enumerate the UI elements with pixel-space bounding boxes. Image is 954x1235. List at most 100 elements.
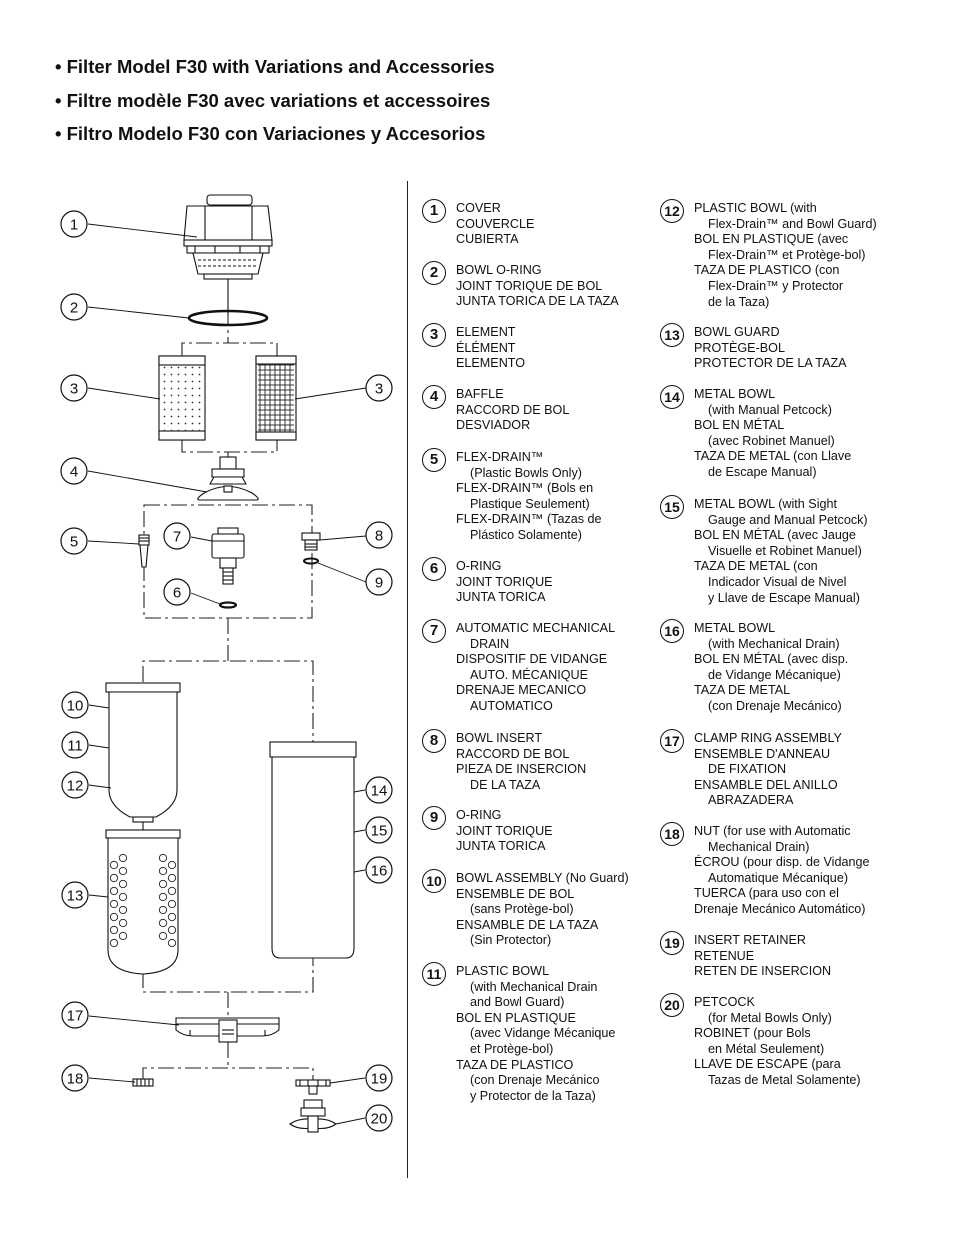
svg-text:7: 7 bbox=[173, 529, 181, 546]
part-description-line: COUVERCLE bbox=[456, 216, 535, 231]
bowl-guard-holes bbox=[109, 853, 177, 948]
part-description-line: FLEX-DRAIN™ (Tazas de bbox=[456, 512, 602, 527]
part-description-line: JUNTA TORICA bbox=[456, 590, 546, 605]
svg-text:14: 14 bbox=[371, 783, 388, 800]
svg-text:19: 19 bbox=[371, 1071, 388, 1088]
part-description-line: DE FIXATION bbox=[708, 762, 787, 777]
part-description-line: Gauge and Manual Petcock) bbox=[708, 512, 868, 527]
column-divider bbox=[407, 181, 409, 1178]
part-description-line: RACCORD DE BOL bbox=[456, 746, 570, 761]
callout-10: 10 bbox=[61, 691, 89, 719]
part-description-line: Flex-Drain™ and Bowl Guard) bbox=[708, 216, 877, 231]
leader-lines bbox=[87, 223, 367, 1125]
callout-12: 12 bbox=[61, 771, 89, 799]
part-description-line: Automatique Mécanique) bbox=[708, 870, 849, 885]
cover-part bbox=[183, 194, 273, 314]
bowl-guard-part bbox=[105, 829, 181, 975]
part-description-line: ÉLÉMENT bbox=[456, 340, 516, 355]
part-description-line: LLAVE DE ESCAPE (para bbox=[694, 1057, 841, 1072]
part-description-line: and Bowl Guard) bbox=[470, 995, 565, 1010]
part-number-badge: 8 bbox=[422, 729, 446, 753]
svg-text:11: 11 bbox=[67, 738, 83, 755]
part-description-line: ENSEMBLE DE BOL bbox=[456, 886, 575, 901]
callout-8: 8 bbox=[365, 521, 393, 549]
part-description-line: PETCOCK bbox=[694, 995, 755, 1009]
part-number-badge: 12 bbox=[660, 199, 684, 223]
part-description-line: Flex-Drain™ y Protector bbox=[708, 278, 844, 293]
part-description-line: DE LA TAZA bbox=[470, 777, 541, 792]
part-description-line: (sans Protège-bol) bbox=[470, 902, 574, 917]
part-description-line: TUERCA (para uso con el bbox=[694, 886, 839, 901]
part-description-line: PLASTIC BOWL bbox=[456, 964, 550, 978]
callout-13: 13 bbox=[61, 881, 89, 909]
callout-17: 17 bbox=[61, 1001, 89, 1029]
part-description: BOWL ASSEMBLY (No Guard)ENSEMBLE DE BOL(… bbox=[456, 871, 629, 949]
title-french: • Filtre modèle F30 avec variations et a… bbox=[55, 89, 491, 111]
part-description-line: METAL BOWL (with Sight bbox=[694, 497, 837, 511]
part-description-line: AUTO. MÉCANIQUE bbox=[470, 667, 589, 682]
part-description-line: PLASTIC BOWL (with bbox=[694, 201, 817, 215]
part-description-line: et Protège-bol) bbox=[470, 1041, 554, 1056]
part-description-line: (for Metal Bowls Only) bbox=[708, 1010, 832, 1025]
part-number-badge: 19 bbox=[660, 931, 684, 955]
element-parts bbox=[158, 355, 297, 441]
svg-text:16: 16 bbox=[371, 863, 388, 880]
part-description-line: de Escape Manual) bbox=[708, 464, 817, 479]
part-description-line: BOL EN PLASTIQUE bbox=[456, 1010, 576, 1025]
svg-text:2: 2 bbox=[70, 300, 78, 317]
assembly-dash-lines bbox=[142, 310, 314, 1080]
part-description-line: PROTECTOR DE LA TAZA bbox=[694, 356, 847, 371]
part-description-line: BOL EN PLASTIQUE (avec bbox=[694, 232, 849, 247]
svg-text:18: 18 bbox=[67, 1071, 84, 1088]
part-description-line: BOL EN MÉTAL bbox=[694, 418, 785, 433]
part-description-line: O-RING bbox=[456, 808, 502, 822]
callout-9: 9 bbox=[365, 568, 393, 596]
part-description-line: Visuelle et Robinet Manuel) bbox=[708, 543, 862, 558]
plastic-bowl-part bbox=[105, 682, 181, 830]
part-number-badge: 16 bbox=[660, 619, 684, 643]
part-description-line: PROTÈGE-BOL bbox=[694, 340, 785, 355]
part-description-line: CUBIERTA bbox=[456, 232, 519, 247]
part-description-line: Indicador Visual de Nivel bbox=[708, 574, 847, 589]
part-description-line: BOWL ASSEMBLY (No Guard) bbox=[456, 871, 629, 885]
bowl-insert-part bbox=[301, 532, 321, 551]
part-description-line: BOL EN MÉTAL (avec disp. bbox=[694, 652, 849, 667]
part-description-line: Tazas de Metal Solamente) bbox=[708, 1072, 861, 1087]
part-number-badge: 15 bbox=[660, 495, 684, 519]
svg-text:6: 6 bbox=[173, 585, 181, 602]
flex-drain-part bbox=[138, 534, 150, 568]
part-description-line: de Vidange Mécanique) bbox=[708, 667, 841, 682]
part-description-line: (con Drenaje Mecánico bbox=[470, 1073, 600, 1088]
callout-2: 2 bbox=[60, 293, 88, 321]
svg-text:15: 15 bbox=[371, 823, 388, 840]
svg-text:1: 1 bbox=[70, 217, 78, 234]
callout-16: 16 bbox=[365, 856, 393, 884]
part-description-line: (avec Robinet Manuel) bbox=[708, 433, 835, 448]
part-description-line: (with Manual Petcock) bbox=[708, 402, 832, 417]
automatic-drain-part bbox=[211, 527, 245, 585]
title-spanish: • Filtro Modelo F30 con Variaciones y Ac… bbox=[55, 123, 486, 144]
part-number-badge: 18 bbox=[660, 822, 684, 846]
part-description-line: ÉCROU (pour disp. de Vidange bbox=[694, 855, 870, 870]
part-description-line: AUTOMATIC MECHANICAL bbox=[456, 621, 616, 635]
callout-1: 1 bbox=[60, 210, 88, 238]
part-description-line: de la Taza) bbox=[708, 294, 770, 309]
part-description-line: JOINT TORIQUE bbox=[456, 823, 553, 838]
part-number-badge: 3 bbox=[422, 323, 446, 347]
part-number-badge: 7 bbox=[422, 619, 446, 643]
part-description-line: RETENUE bbox=[694, 948, 755, 963]
part-description-line: AUTOMATICO bbox=[470, 698, 553, 713]
part-description-line: TAZA DE METAL bbox=[694, 683, 791, 698]
part-description-line: NUT (for use with Automatic bbox=[694, 824, 851, 838]
part-description-line: (Plastic Bowls Only) bbox=[470, 465, 582, 480]
